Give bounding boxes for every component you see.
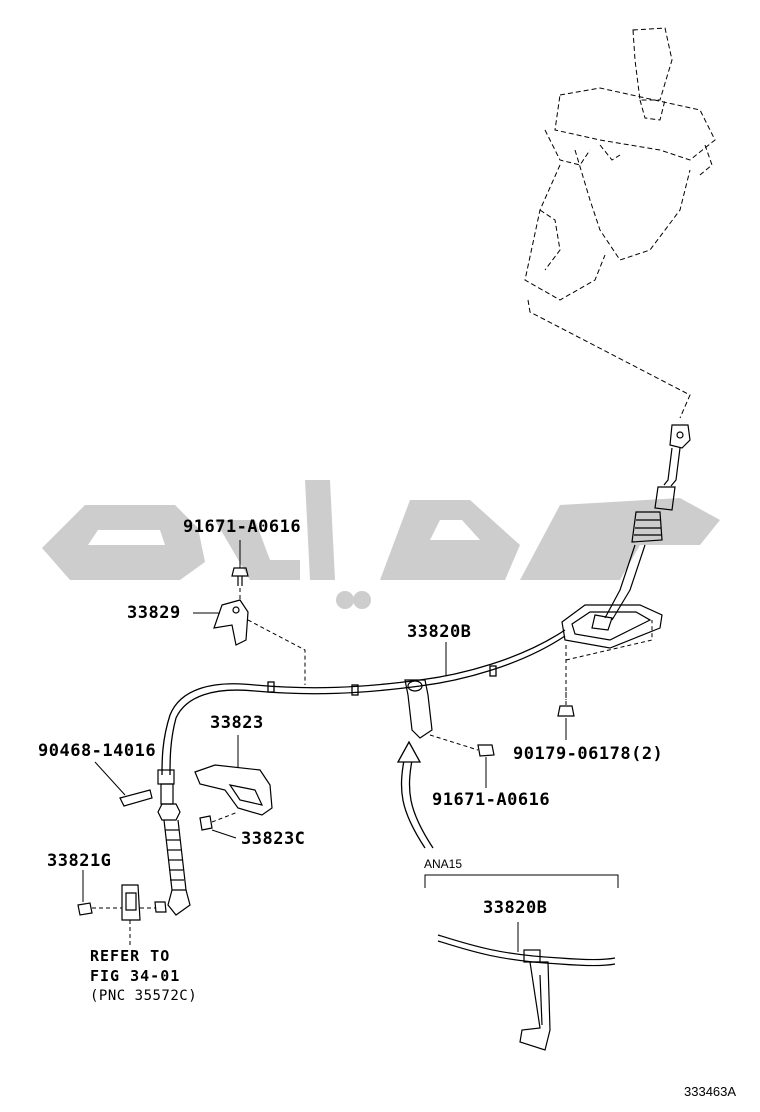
variant-arrow [396, 740, 434, 849]
main-cable [161, 629, 566, 776]
cable-mid-bracket [404, 679, 433, 739]
bracket-33821g [77, 884, 167, 921]
cable-lower-end [157, 769, 191, 916]
leader-90468 [94, 761, 126, 796]
label-33823c: 33823C [241, 829, 306, 849]
bracket-33829 [213, 599, 249, 646]
bolt-91671-top [231, 567, 249, 586]
refer-note-line3: (PNC 35572C) [90, 988, 198, 1004]
variant-frame [424, 874, 619, 888]
figure-code: 333463A [684, 1084, 737, 1099]
bolt-91671-mid [477, 744, 495, 757]
leader-33823c [211, 829, 237, 839]
dash-33829 [247, 619, 306, 685]
label-33820b-variant: 33820B [483, 898, 548, 918]
dash-33823c [211, 811, 239, 823]
dash-90179 [565, 620, 653, 705]
bracket-33823 [194, 764, 273, 816]
label-90179: 90179-06178(2) [513, 744, 664, 764]
label-variant: ANA15 [424, 857, 463, 871]
label-33823: 33823 [210, 713, 264, 733]
lever-leader-line [527, 299, 691, 419]
label-33821g: 33821G [47, 851, 112, 871]
label-90468: 90468-14016 [38, 741, 157, 761]
clip-90468 [119, 789, 153, 807]
variant-cable [437, 934, 616, 1051]
label-33820b-main: 33820B [407, 622, 472, 642]
nut-90179 [557, 705, 575, 717]
label-33829: 33829 [127, 603, 181, 623]
cable-upper-end [604, 424, 691, 621]
refer-note-line1: REFER TO [90, 947, 171, 965]
dash-33821g [92, 907, 155, 945]
refer-note-line2: FIG 34-01 [90, 967, 181, 985]
dash-91671-mid [429, 734, 479, 751]
label-91671-mid: 91671-A0616 [432, 790, 551, 810]
shift-lever-assembly [524, 27, 716, 301]
label-91671-top: 91671-A0616 [183, 517, 302, 537]
bolt-33823c [199, 815, 213, 831]
watermark-logo [42, 480, 720, 609]
cable-grommet-plate [561, 604, 663, 649]
